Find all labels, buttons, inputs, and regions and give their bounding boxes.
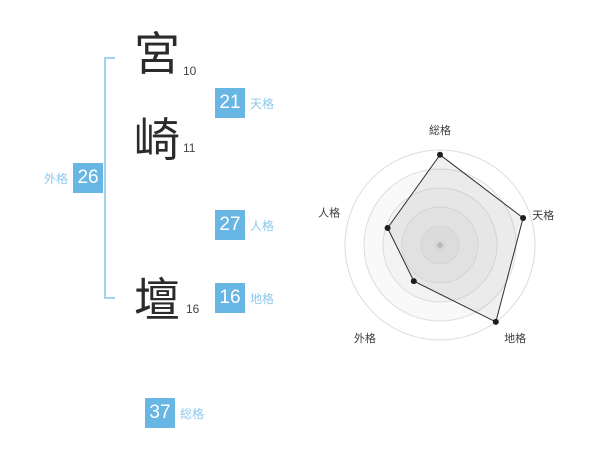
gaikaku-bracket [104, 57, 115, 299]
jinkaku-value: 27 [215, 210, 245, 240]
radar-center-ring [434, 239, 446, 251]
jinkaku-row: 27 人格 [215, 210, 274, 240]
name-char-2: 崎 [134, 114, 180, 166]
gaikaku-value: 26 [73, 163, 104, 193]
radar-axis-label-0: 総格 [429, 123, 451, 137]
radar-chart: 総格天格地格 外格 人格 [300, 115, 580, 375]
stroke-count-1: 10 [183, 64, 197, 78]
radar-axis-label-1: 天格 [532, 208, 554, 222]
radar-axis-label-4: 人格 [318, 206, 340, 220]
jinkaku-label: 人格 [250, 218, 275, 233]
radar-axis-label-2: 地格 [504, 331, 526, 345]
radar-center-dot [437, 242, 443, 248]
chikaku-row: 16 地格 [215, 283, 274, 313]
radar-data-point-1 [520, 215, 527, 221]
chikaku-label: 地格 [250, 291, 275, 306]
radar-ring-5 [344, 149, 536, 341]
radar-data-polygon [387, 154, 524, 323]
radar-data-point-3 [410, 278, 417, 285]
stroke-count-2: 11 [183, 141, 196, 155]
radar-ring-2 [401, 206, 479, 284]
gaikaku-label: 外格 [44, 171, 69, 186]
name-char-3: 壇 [134, 274, 180, 326]
soukaku-value: 37 [145, 398, 175, 428]
stroke-count-3: 16 [186, 302, 200, 316]
tenkaku-label: 天格 [250, 96, 275, 111]
radar-data-point-2 [492, 318, 499, 325]
tenkaku-value: 21 [215, 88, 245, 118]
gaikaku-row: 外格 26 [44, 163, 104, 193]
radar-axis-label-3: 外格 [354, 331, 376, 345]
soukaku-row: 37 総格 [145, 398, 204, 428]
chikaku-value: 16 [215, 283, 245, 313]
radar-data-point-0 [437, 151, 443, 158]
tenkaku-row: 21 天格 [215, 88, 274, 118]
name-char-1: 宮 [134, 28, 180, 80]
radar-ring-1 [420, 225, 460, 265]
soukaku-label: 総格 [180, 406, 205, 421]
radar-data-point-4 [384, 225, 391, 231]
radar-ring-3 [382, 187, 498, 303]
